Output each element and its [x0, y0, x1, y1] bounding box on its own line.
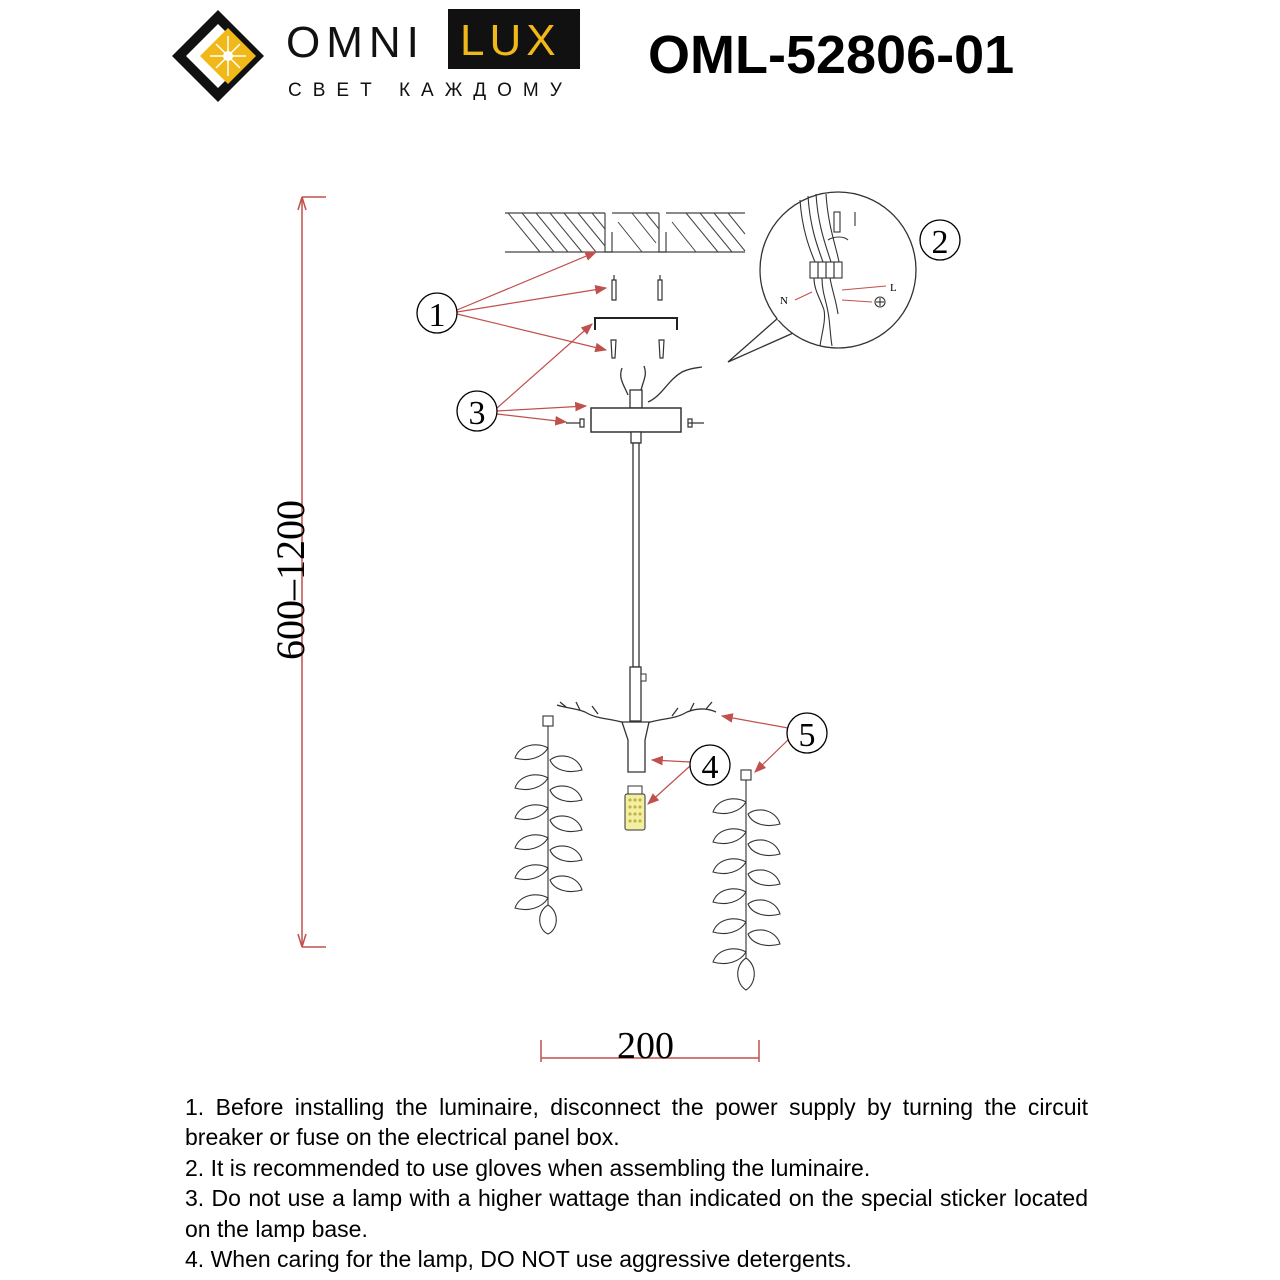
- brand-name-omni: OMNI: [286, 18, 425, 67]
- callout-1-number: 1: [429, 297, 446, 334]
- canopy-terminal: [629, 389, 643, 409]
- wiring-detail-callout: N L: [727, 191, 917, 363]
- brand-name-lux: LUX: [460, 16, 561, 65]
- right-leaf-strand: [712, 769, 781, 991]
- omnilux-logo: [172, 10, 264, 102]
- installation-notes: 1. Before installing the luminaire, disc…: [185, 1092, 1088, 1274]
- height-dimension: [297, 196, 326, 948]
- note-4: 4. When caring for the lamp, DO NOT use …: [185, 1246, 852, 1273]
- callout-1: 1: [416, 292, 458, 334]
- brand-tagline: СВЕТ КАЖДОМУ: [288, 80, 573, 101]
- branch-arms: [556, 701, 717, 725]
- canopy-side-screws: [566, 418, 704, 428]
- lamp-holder: [621, 721, 650, 773]
- callout-5: 5: [786, 712, 828, 754]
- callout-2-number: 2: [932, 224, 949, 261]
- callout-leaders: [456, 251, 791, 805]
- logo-diamond-icon: [172, 10, 264, 102]
- suspension-rod: [632, 442, 640, 668]
- bracket-screws: [610, 339, 665, 359]
- model-number: OML-52806-01: [648, 25, 1015, 85]
- width-dimension-label: 200: [617, 1025, 674, 1067]
- wire-label-live: L: [890, 282, 897, 294]
- height-dimension-label: 600–1200: [268, 500, 313, 660]
- callout-4-number: 4: [702, 749, 719, 786]
- note-1: 1. Before installing the luminaire, disc…: [185, 1094, 1088, 1151]
- mounting-bracket: [594, 317, 678, 330]
- ceiling: [505, 212, 746, 253]
- left-leaf-strand: [514, 715, 583, 935]
- wall-plugs: [611, 275, 663, 301]
- width-dimension: [540, 1040, 760, 1062]
- callout-3-number: 3: [469, 395, 486, 432]
- led-bulb-icon: [624, 785, 646, 831]
- callout-5-number: 5: [799, 717, 816, 754]
- callout-3: 3: [456, 390, 498, 432]
- callout-4: 4: [689, 744, 731, 786]
- note-3: 3. Do not use a lamp with a higher watta…: [185, 1185, 1088, 1242]
- brand-lux-background: [448, 9, 580, 69]
- canopy: [590, 407, 682, 433]
- installation-diagram: 600–1200 200: [268, 191, 961, 1067]
- cord-grip: [630, 431, 642, 444]
- callout-2: 2: [919, 219, 961, 261]
- rod-adjuster: [629, 666, 642, 722]
- note-2: 2. It is recommended to use gloves when …: [185, 1154, 871, 1181]
- wire-label-neutral: N: [780, 295, 788, 307]
